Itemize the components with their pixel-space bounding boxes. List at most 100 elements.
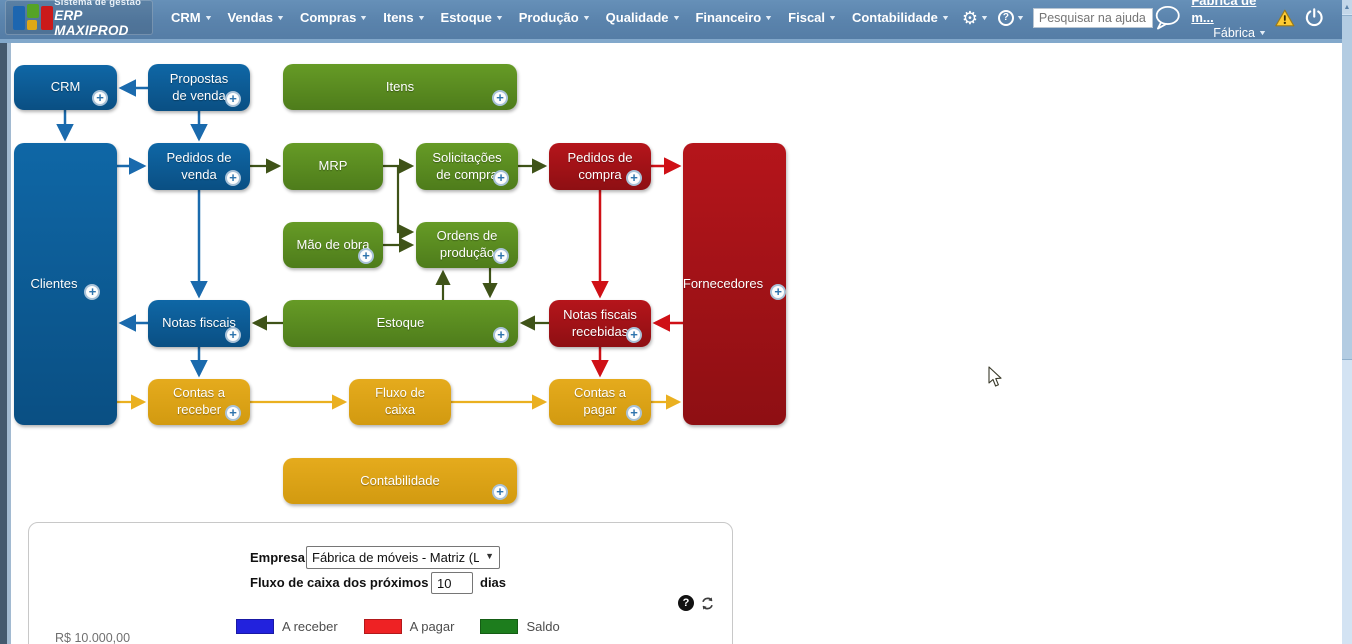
menu-vendas[interactable]: Vendas▼ — [227, 10, 285, 25]
node-clientes[interactable]: Clientes+ — [14, 143, 117, 425]
menu-itens[interactable]: Itens▼ — [383, 10, 426, 25]
help-menu[interactable]: ? ▼ — [993, 9, 1029, 26]
add-pedidos-venda-icon[interactable]: + — [225, 170, 241, 186]
node-label: Itens — [385, 78, 415, 94]
node-label: CRM — [50, 79, 81, 95]
node-propostas-venda[interactable]: Propostas de venda+ — [148, 64, 250, 111]
account-link[interactable]: Fábrica de m... — [1191, 0, 1257, 25]
node-estoque[interactable]: Estoque + — [283, 300, 518, 347]
power-icon[interactable] — [1304, 5, 1324, 30]
chevron-down-icon: ▼ — [203, 14, 213, 22]
node-label: Solicitações de compra — [432, 149, 502, 182]
add-crm-icon[interactable]: + — [92, 90, 108, 106]
menu-qualidade[interactable]: Qualidade▼ — [605, 10, 681, 25]
empresa-select[interactable]: Fábrica de móveis - Matriz (LP) — [306, 546, 500, 569]
logo-title: ERP MAXIPROD — [54, 8, 129, 38]
legend-swatch — [236, 619, 274, 634]
add-pedidos-compra-icon[interactable]: + — [626, 170, 642, 186]
chevron-down-icon: ▼ — [416, 14, 426, 22]
window-edge-inner — [7, 43, 11, 644]
vertical-scrollbar[interactable]: ▲ — [1342, 0, 1352, 644]
chevron-down-icon: ▼ — [940, 14, 950, 22]
logo-subtitle: Sistema de gestão — [54, 0, 142, 8]
node-mao-de-obra[interactable]: Mão de obra+ — [283, 222, 383, 268]
legend-label: A pagar — [409, 619, 455, 634]
node-crm[interactable]: CRM + — [14, 65, 117, 110]
node-pedidos-venda[interactable]: Pedidos de venda+ — [148, 143, 250, 190]
erp-logo[interactable]: Sistema de gestão ERP MAXIPROD — [5, 0, 153, 38]
search-input[interactable] — [1032, 7, 1153, 28]
fluxo-label: Fluxo de caixa dos próximos — [250, 575, 429, 590]
edge-mrp-to-ordens-producao — [396, 167, 415, 240]
node-pedidos-compra[interactable]: Pedidos de compra+ — [549, 143, 651, 190]
add-solicitacoes-compra-icon[interactable]: + — [493, 170, 509, 186]
chevron-down-icon: ▼ — [494, 14, 504, 22]
chevron-down-icon: ▼ — [1015, 14, 1025, 22]
chevron-down-icon: ▼ — [581, 14, 591, 22]
node-contas-pagar[interactable]: Contas a pagar+ — [549, 379, 651, 425]
top-menu-bar: Sistema de gestão ERP MAXIPROD CRM▼ Venda… — [0, 0, 1352, 43]
add-notas-fiscais-recebidas-icon[interactable]: + — [626, 327, 642, 343]
add-fornecedores-icon[interactable]: + — [770, 284, 787, 300]
menu-fiscal[interactable]: Fiscal▼ — [788, 10, 837, 25]
window-edge — [0, 43, 7, 644]
logo-text: Sistema de gestão ERP MAXIPROD — [54, 0, 143, 38]
add-propostas-venda-icon[interactable]: + — [225, 91, 241, 107]
menu-crm[interactable]: CRM▼ — [170, 10, 213, 25]
settings-menu[interactable]: ⚙ ▼ — [957, 9, 993, 27]
axis-currency-label: R$ 10.000,00 — [55, 631, 131, 644]
node-label: Notas fiscais recebidas — [563, 306, 637, 339]
dias-input[interactable] — [431, 572, 473, 594]
add-mao-de-obra-icon[interactable]: + — [358, 248, 374, 264]
node-ordens-producao[interactable]: Ordens de produção+ — [416, 222, 518, 268]
legend-label: Saldo — [526, 619, 560, 634]
node-label: Notas fiscais — [162, 315, 236, 331]
account-area: Fábrica de m... Fábrica ▼ — [1191, 0, 1267, 42]
node-label: MRP — [318, 158, 348, 174]
cash-flow-panel: Empresa Fábrica de móveis - Matriz (LP) … — [28, 522, 733, 644]
add-itens-icon[interactable]: + — [492, 90, 508, 106]
node-itens[interactable]: Itens + — [283, 64, 517, 110]
scrollbar-thumb[interactable] — [1342, 15, 1352, 360]
node-label: Mão de obra — [296, 236, 370, 252]
panel-help-icon[interactable]: ? — [678, 595, 694, 611]
node-label: Estoque — [376, 315, 425, 331]
node-label: Pedidos de compra — [567, 149, 633, 182]
company-selector[interactable]: Fábrica ▼ — [1213, 25, 1267, 40]
chevron-down-icon: ▼ — [1257, 29, 1267, 37]
menu-financeiro[interactable]: Financeiro▼ — [695, 10, 774, 25]
node-label: Fornecedores — [682, 275, 764, 291]
scroll-up-button[interactable]: ▲ — [1342, 0, 1352, 14]
add-contas-receber-icon[interactable]: + — [225, 405, 241, 421]
warning-icon[interactable] — [1275, 7, 1295, 29]
add-ordens-producao-icon[interactable]: + — [493, 248, 509, 264]
node-fluxo-caixa[interactable]: Fluxo de caixa — [349, 379, 451, 425]
logo-blocks-icon — [13, 4, 53, 31]
node-notas-fiscais[interactable]: Notas fiscais+ — [148, 300, 250, 347]
refresh-icon[interactable] — [700, 596, 715, 611]
add-contabilidade-icon[interactable]: + — [492, 484, 508, 500]
add-estoque-icon[interactable]: + — [493, 327, 509, 343]
node-contas-receber[interactable]: Contas a receber+ — [148, 379, 250, 425]
chevron-down-icon: ▼ — [827, 14, 837, 22]
chart-legend: A receber A pagar Saldo — [236, 619, 578, 634]
menu-estoque[interactable]: Estoque▼ — [440, 10, 504, 25]
node-notas-fiscais-recebidas[interactable]: Notas fiscais recebidas+ — [549, 300, 651, 347]
chevron-down-icon: ▼ — [764, 14, 774, 22]
node-fornecedores[interactable]: Fornecedores + — [682, 143, 787, 425]
chevron-down-icon: ▼ — [359, 14, 369, 22]
node-contabilidade[interactable]: Contabilidade+ — [283, 458, 517, 504]
chat-bubble-icon[interactable] — [1153, 2, 1182, 33]
legend-label: A receber — [282, 619, 338, 634]
chevron-down-icon: ▼ — [671, 14, 681, 22]
menu-compras[interactable]: Compras▼ — [299, 10, 369, 25]
node-mrp[interactable]: MRP — [283, 143, 383, 190]
add-notas-fiscais-icon[interactable]: + — [225, 327, 241, 343]
add-contas-pagar-icon[interactable]: + — [626, 405, 642, 421]
node-solicitacoes-compra[interactable]: Solicitações de compra+ — [416, 143, 518, 190]
dias-label: dias — [480, 575, 507, 590]
menu-contabilidade[interactable]: Contabilidade▼ — [851, 10, 950, 25]
menu-producao[interactable]: Produção▼ — [518, 10, 591, 25]
add-clientes-icon[interactable]: + — [84, 284, 101, 300]
legend-swatch — [480, 619, 519, 634]
